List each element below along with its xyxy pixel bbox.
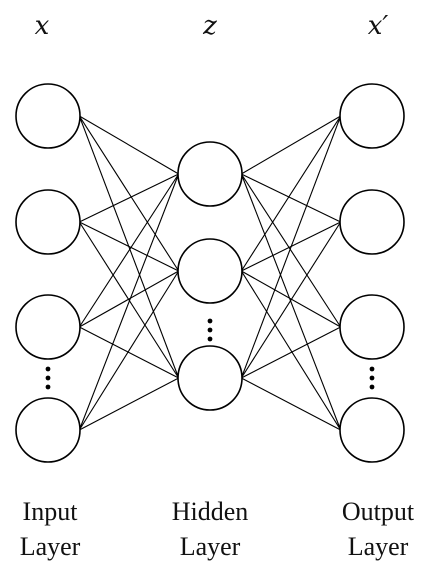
hidden-node-1 <box>177 141 243 207</box>
input-ellipsis-dot-2 <box>45 375 51 381</box>
hidden-ellipsis-dot-2 <box>207 327 213 333</box>
edge-input-4-hidden-1 <box>78 173 180 431</box>
edge-input-3-hidden-1 <box>78 173 180 328</box>
edge-input-2-hidden-1 <box>79 173 179 223</box>
input-ellipsis <box>45 366 51 390</box>
input-ellipsis-dot-1 <box>45 366 51 372</box>
edges-group <box>78 115 342 431</box>
edge-input-1-hidden-1 <box>79 115 179 175</box>
edge-hidden-3-output-4 <box>241 377 341 431</box>
output-layer-label-line2: Layer <box>348 532 409 561</box>
edge-hidden-3-output-1 <box>240 115 342 379</box>
input-node-1 <box>15 83 81 149</box>
output-ellipsis-dot-3 <box>369 384 375 390</box>
input-node-3 <box>15 294 81 360</box>
input-node-2 <box>15 189 81 255</box>
edge-hidden-1-output-2 <box>241 173 341 223</box>
edge-input-2-hidden-2 <box>79 221 179 272</box>
output-ellipsis <box>369 366 375 390</box>
output-ellipsis-dot-2 <box>369 375 375 381</box>
output-node-3 <box>339 294 405 360</box>
edge-hidden-1-output-1 <box>241 115 341 175</box>
hidden-node-3 <box>177 345 243 411</box>
edge-input-3-hidden-2 <box>79 270 179 328</box>
output-node-2 <box>339 189 405 255</box>
edge-input-4-hidden-3 <box>79 377 179 431</box>
output-node-4 <box>339 397 405 463</box>
edge-input-4-hidden-2 <box>78 270 180 431</box>
output-layer-label-line1: Output <box>342 497 415 526</box>
edge-hidden-2-output-4 <box>240 270 342 431</box>
nodes-group <box>15 83 405 463</box>
hidden-variable-label: z <box>202 11 217 41</box>
input-node-4 <box>15 397 81 463</box>
edge-input-1-hidden-2 <box>78 115 180 272</box>
hidden-layer-label-line2: Layer <box>180 532 241 561</box>
input-ellipsis-dot-3 <box>45 384 51 390</box>
input-variable-label: x <box>35 11 50 41</box>
ellipses-group <box>45 318 375 390</box>
hidden-ellipsis-dot-3 <box>207 336 213 342</box>
input-layer-label-line2: Layer <box>20 532 81 561</box>
edge-input-2-hidden-3 <box>78 221 180 379</box>
edge-hidden-3-output-3 <box>241 326 341 379</box>
hidden-ellipsis-dot-1 <box>207 318 213 324</box>
edge-input-3-hidden-3 <box>79 326 179 379</box>
output-ellipsis-dot-1 <box>369 366 375 372</box>
edge-hidden-1-output-3 <box>240 173 342 328</box>
edge-hidden-1-output-4 <box>240 173 342 431</box>
output-variable-label: x′ <box>368 11 389 41</box>
output-node-1 <box>339 83 405 149</box>
hidden-node-2 <box>177 238 243 304</box>
input-layer-label-line1: Input <box>23 497 79 526</box>
hidden-layer-label-line1: Hidden <box>172 497 249 526</box>
hidden-ellipsis <box>207 318 213 342</box>
edge-hidden-3-output-2 <box>240 221 342 379</box>
edge-hidden-2-output-1 <box>240 115 342 272</box>
